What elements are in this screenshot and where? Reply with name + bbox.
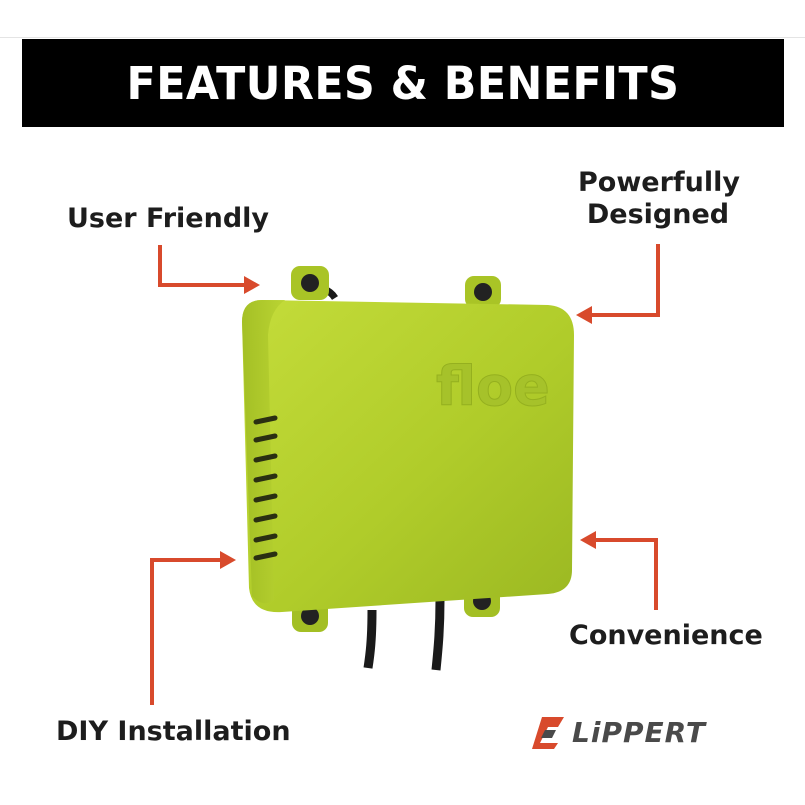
arrowhead-icon (576, 306, 592, 324)
vent-slots (253, 415, 278, 561)
page-title: FEATURES & BENEFITS (126, 56, 680, 110)
arrow-user-friendly (158, 245, 248, 287)
device-side (242, 300, 285, 604)
lippert-logo-icon (532, 717, 564, 749)
arrowhead-icon (220, 551, 236, 569)
mounting-tab (291, 266, 329, 300)
label-powerfully-line2: Designed (586, 199, 730, 230)
device-body (242, 300, 574, 613)
arrow-powerfully-designed (588, 244, 660, 317)
label-powerfully-designed: Powerfully Designed (578, 167, 740, 231)
embossed-brand: floe (436, 355, 550, 418)
power-cable (363, 609, 377, 669)
label-powerfully-line1: Powerfully (578, 167, 740, 198)
power-cable (431, 599, 445, 671)
arrow-convenience (592, 538, 658, 610)
mounting-tab (465, 276, 501, 308)
label-convenience: Convenience (569, 620, 763, 651)
arrow-diy-installation (150, 558, 224, 705)
lippert-logo-text: LiPPERT (572, 716, 707, 749)
lippert-logo: LiPPERT (528, 713, 748, 753)
header-banner: FEATURES & BENEFITS (22, 39, 784, 127)
top-divider (0, 37, 805, 38)
arrowhead-icon (244, 276, 260, 294)
label-user-friendly: User Friendly (67, 203, 270, 234)
label-diy-installation: DIY Installation (56, 716, 291, 747)
arrowhead-icon (580, 531, 596, 549)
